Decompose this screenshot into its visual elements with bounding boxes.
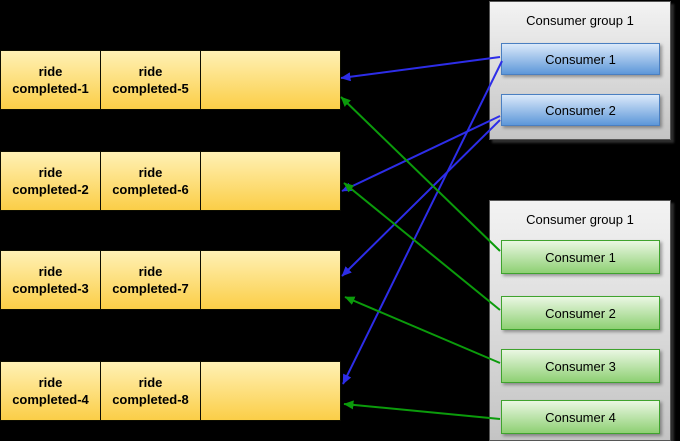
- cg2-consumer-1: Consumer 1: [501, 240, 660, 274]
- partition-cell-label: ride completed-7: [112, 264, 189, 296]
- cg1-consumer-2: Consumer 2: [501, 94, 660, 126]
- partition-cell-label: ride completed-3: [12, 264, 89, 296]
- consumer-group-2-box: Consumer group 1 Consumer 1 Consumer 2 C…: [489, 200, 671, 441]
- consumer-group-1-title: Consumer group 1: [526, 13, 634, 28]
- consumer-label: Consumer 4: [545, 409, 616, 425]
- partition-row-4: ride completed-4 ride completed-8: [0, 361, 341, 421]
- partition-cell-label: ride completed-5: [112, 64, 189, 96]
- partition-cell-empty: [201, 152, 340, 210]
- cg2-consumer-3: Consumer 3: [501, 349, 660, 383]
- partition-cell-empty: [201, 51, 340, 109]
- consumer-label: Consumer 1: [545, 249, 616, 265]
- consumer-label: Consumer 1: [545, 51, 616, 67]
- partition-cell: ride completed-2: [1, 152, 101, 210]
- arrow-cg2-consumer-2-to-partition-2: [343, 182, 501, 311]
- arrow-cg1-consumer-1-to-partition-1: [340, 56, 501, 82]
- arrow-cg2-consumer-1-to-partition-1: [340, 96, 501, 252]
- consumer-group-1-box: Consumer group 1 Consumer 1 Consumer 2: [489, 1, 671, 140]
- partition-cell: ride completed-7: [101, 251, 201, 309]
- arrow-cg1-consumer-1-to-partition-4: [342, 60, 503, 385]
- partition-cell-label: ride completed-1: [12, 64, 89, 96]
- partition-cell-label: ride completed-2: [12, 165, 89, 197]
- consumer-label: Consumer 3: [545, 358, 616, 374]
- partition-cell: ride completed-8: [101, 362, 201, 420]
- cg2-consumer-2: Consumer 2: [501, 296, 660, 330]
- consumer-label: Consumer 2: [545, 102, 616, 118]
- partition-cell-label: ride completed-4: [12, 375, 89, 407]
- arrow-cg2-consumer-3-to-partition-3: [344, 296, 501, 364]
- partition-row-3: ride completed-3 ride completed-7: [0, 250, 341, 310]
- partition-cell-empty: [201, 251, 340, 309]
- arrow-cg2-consumer-4-to-partition-4: [343, 400, 501, 420]
- partition-row-1: ride completed-1 ride completed-5: [0, 50, 341, 110]
- partition-cell-label: ride completed-8: [112, 375, 189, 407]
- partition-cell-empty: [201, 362, 340, 420]
- partition-cell: ride completed-3: [1, 251, 101, 309]
- partition-cell: ride completed-4: [1, 362, 101, 420]
- consumer-label: Consumer 2: [545, 305, 616, 321]
- partition-cell: ride completed-5: [101, 51, 201, 109]
- arrow-cg1-consumer-2-to-partition-3: [341, 119, 501, 277]
- consumer-group-2-title: Consumer group 1: [526, 212, 634, 227]
- arrow-cg1-consumer-2-to-partition-2: [341, 115, 501, 192]
- cg1-consumer-1: Consumer 1: [501, 43, 660, 75]
- partition-cell: ride completed-1: [1, 51, 101, 109]
- partition-row-2: ride completed-2 ride completed-6: [0, 151, 341, 211]
- partition-cell-label: ride completed-6: [112, 165, 189, 197]
- partition-cell: ride completed-6: [101, 152, 201, 210]
- cg2-consumer-4: Consumer 4: [501, 400, 660, 434]
